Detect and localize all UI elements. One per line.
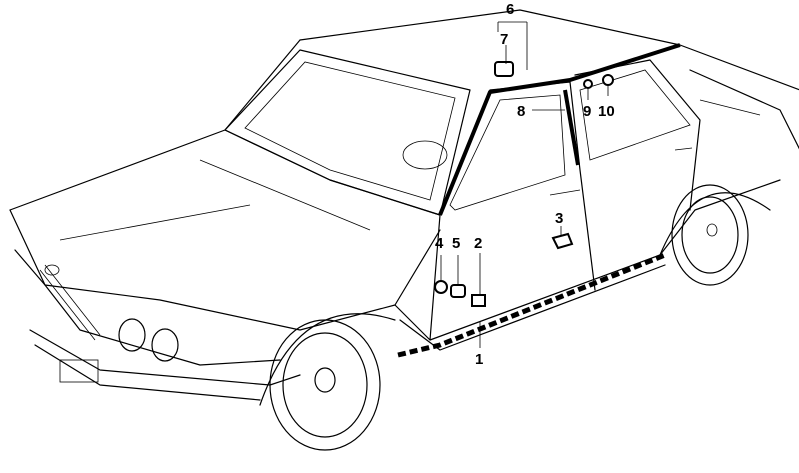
screw-part-10 bbox=[602, 74, 614, 86]
door-seal-parts bbox=[397, 43, 681, 358]
pillar-seal-part bbox=[563, 89, 580, 166]
callout-6: 6 bbox=[506, 1, 514, 18]
callout-2: 2 bbox=[474, 235, 482, 252]
callout-8: 8 bbox=[517, 103, 525, 120]
door-frame-seal-part bbox=[438, 43, 681, 216]
sill-seal-part bbox=[397, 252, 666, 358]
plug-part-5 bbox=[450, 284, 466, 298]
grommet-part-4 bbox=[434, 280, 448, 294]
callout-5: 5 bbox=[452, 235, 460, 252]
callout-4: 4 bbox=[435, 235, 444, 252]
callout-7: 7 bbox=[500, 31, 508, 48]
screw-part-9 bbox=[583, 79, 593, 89]
callout-9: 9 bbox=[583, 103, 591, 120]
retainer-part-3 bbox=[551, 232, 574, 250]
car-illustration bbox=[9, 9, 799, 451]
clip-part-7 bbox=[494, 61, 514, 77]
callout-1: 1 bbox=[475, 351, 483, 368]
callout-labels: 1 2 3 4 5 6 7 8 9 10 bbox=[435, 1, 615, 368]
leader-lines bbox=[440, 21, 609, 348]
callout-3: 3 bbox=[555, 210, 563, 227]
callout-10: 10 bbox=[598, 103, 615, 120]
bracket-part-2 bbox=[471, 294, 486, 307]
